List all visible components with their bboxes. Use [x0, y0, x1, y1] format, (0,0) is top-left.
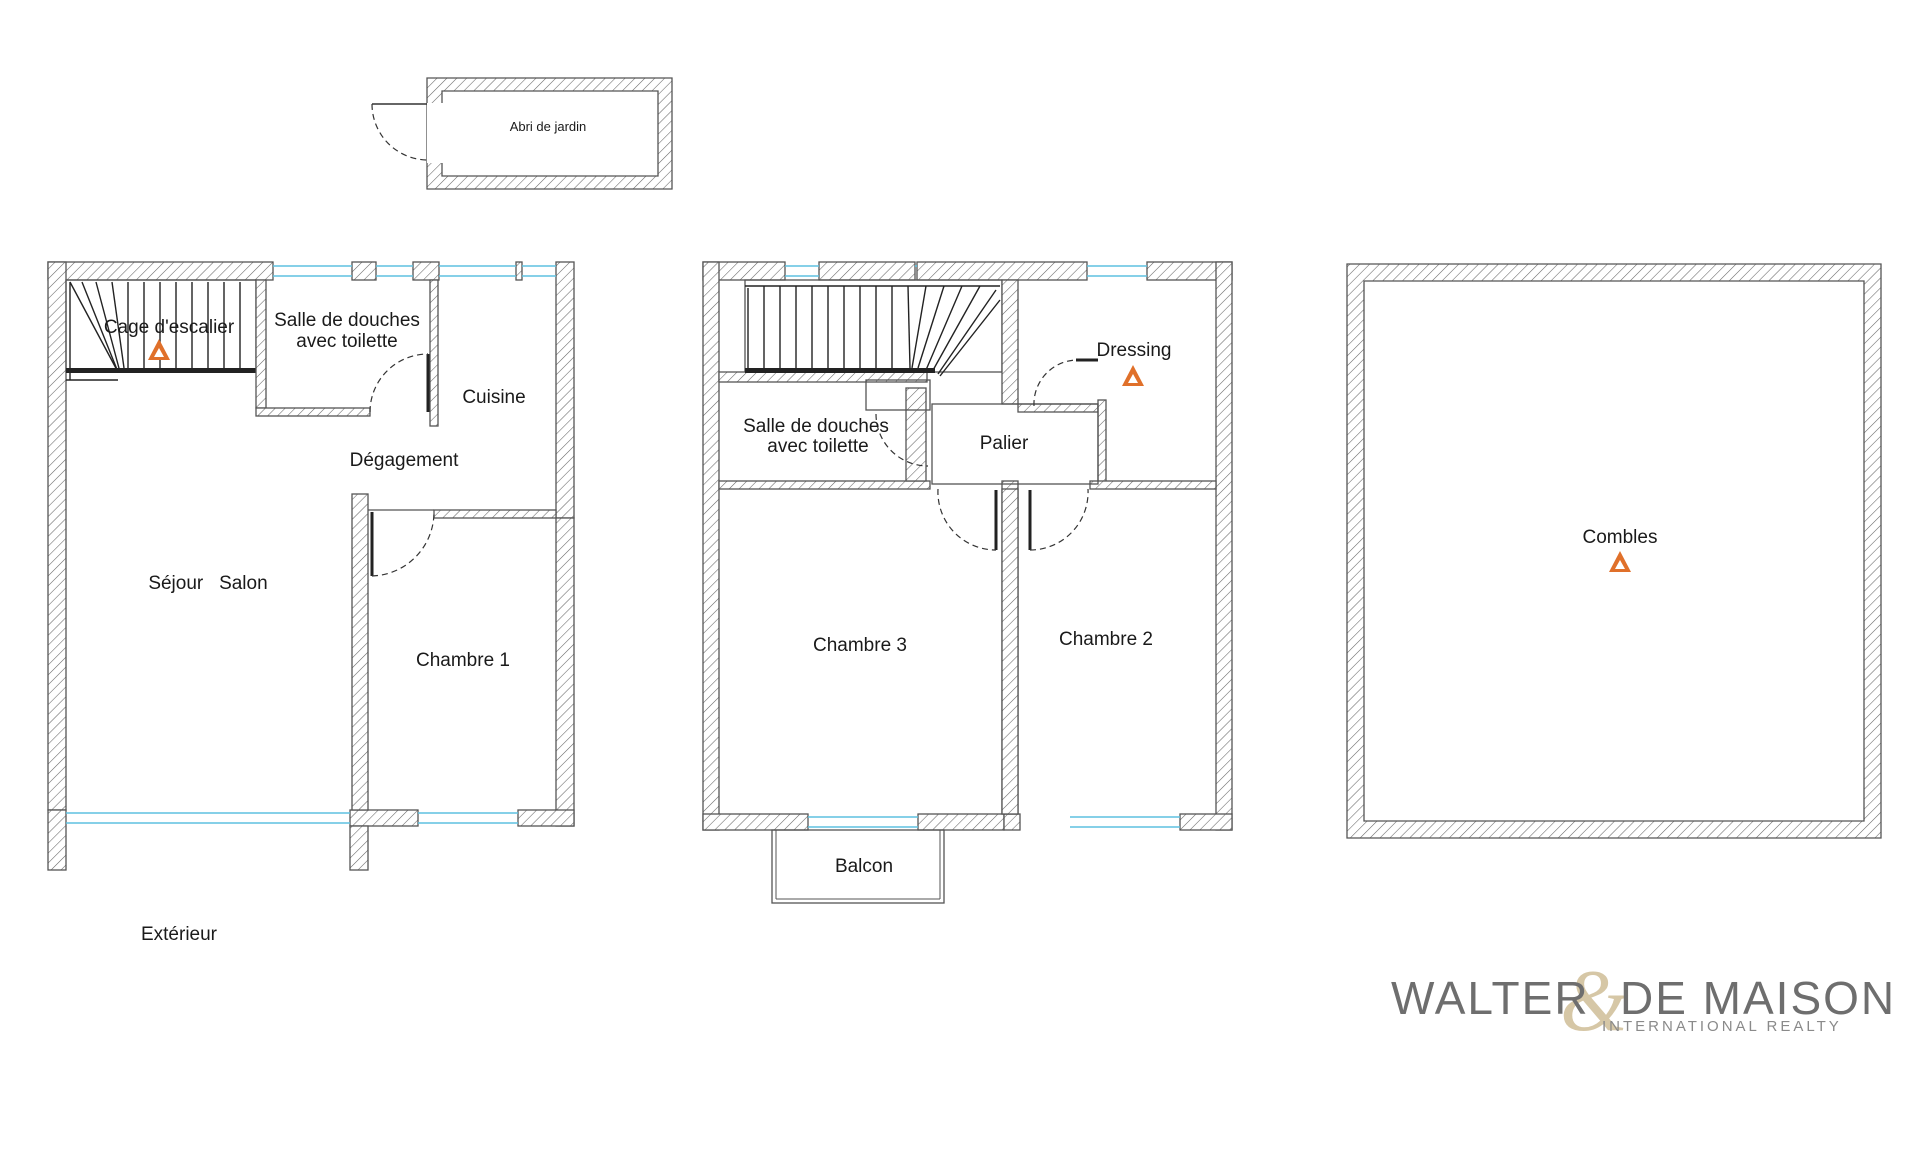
- room-label-shower-ground-1: Salle de douches: [274, 310, 420, 331]
- agency-logo: & WALTER DE MAISON INTERNATIONAL REALTY: [1391, 953, 1896, 1050]
- staircase-ground: [66, 281, 241, 381]
- room-label-stairwell: Cage d'escalier: [104, 317, 235, 338]
- room-label-exterior: Extérieur: [141, 924, 218, 945]
- room-label-bedroom-1: Chambre 1: [416, 650, 510, 671]
- room-label-hallway: Dégagement: [350, 450, 460, 471]
- logo-subtitle: INTERNATIONAL REALTY: [1602, 1018, 1842, 1035]
- first-floor: Dressing Salle de douches avec toilette …: [702, 261, 1233, 904]
- room-label-shower-first-2: avec toilette: [767, 436, 868, 457]
- room-label-living-room: Séjour Salon: [148, 573, 267, 594]
- balcony-outline: [771, 829, 945, 904]
- room-label-kitchen: Cuisine: [462, 387, 525, 408]
- room-label-dressing: Dressing: [1097, 340, 1172, 361]
- wall-top-left: [47, 261, 274, 281]
- room-label-garden-shed: Abri de jardin: [510, 119, 587, 134]
- room-label-bedroom-2: Chambre 2: [1059, 629, 1153, 650]
- room-label-shower-first-1: Salle de douches: [743, 416, 889, 437]
- hazard-marker-icon: [1609, 551, 1631, 572]
- room-label-shower-ground-2: avec toilette: [296, 331, 397, 352]
- staircase-first: [745, 285, 1001, 377]
- ground-floor: Cage d'escalier Salle de douches avec to…: [47, 261, 575, 945]
- attic-floor: Combles: [1346, 263, 1882, 839]
- logo-ampersand: &: [1560, 953, 1629, 1050]
- garden-shed: Abri de jardin: [371, 77, 673, 190]
- logo-name-part1: WALTER: [1391, 972, 1590, 1024]
- room-label-landing: Palier: [980, 433, 1029, 454]
- room-label-bedroom-3: Chambre 3: [813, 635, 907, 656]
- hazard-marker-icon: [1122, 365, 1144, 386]
- room-label-attic: Combles: [1583, 527, 1658, 548]
- room-label-balcony: Balcon: [835, 856, 893, 877]
- logo-name-part2: DE MAISON: [1620, 972, 1896, 1024]
- hazard-marker-icon: [148, 339, 170, 360]
